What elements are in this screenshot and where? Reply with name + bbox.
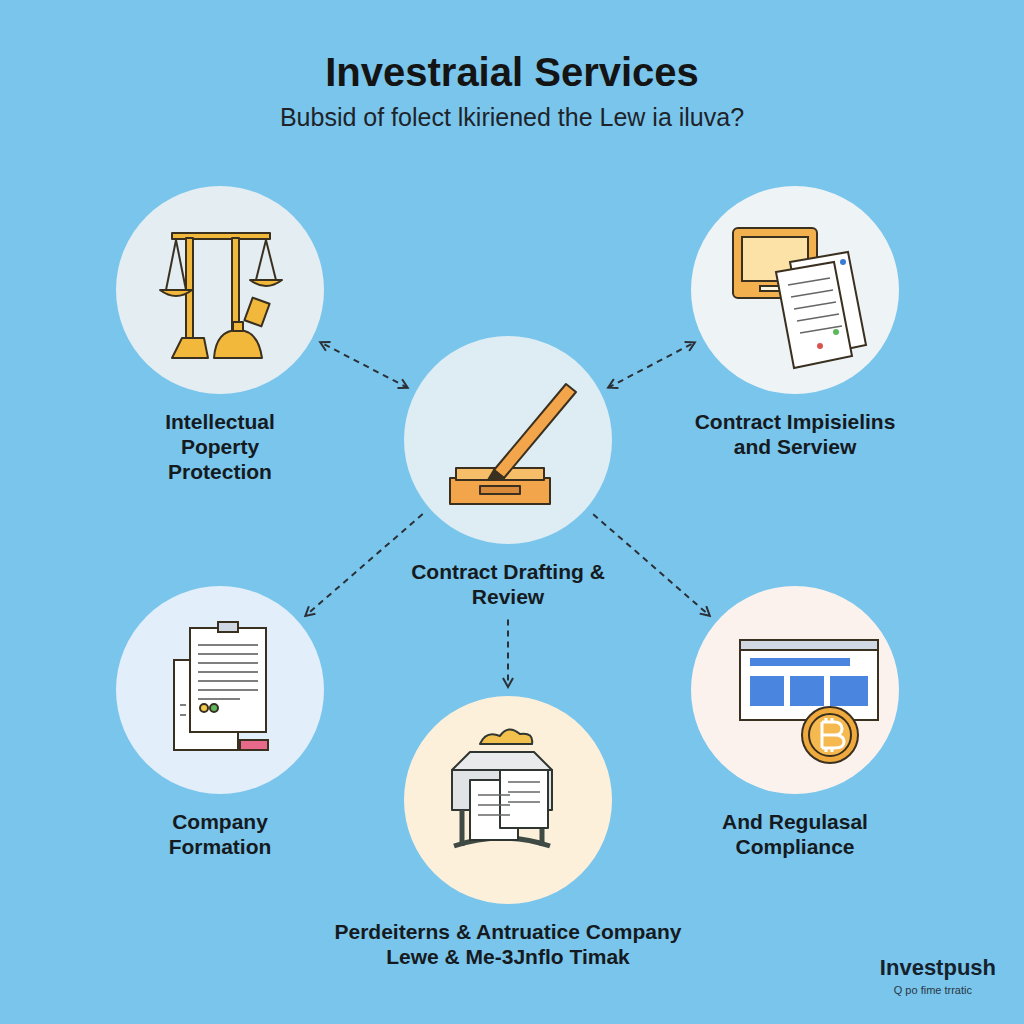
service-circle: Intellectual Poperty Protection: [115, 185, 325, 485]
circle-outline: [690, 185, 900, 395]
dashed-arrow: [507, 619, 509, 687]
dashed-arrow: [320, 342, 408, 388]
service-label: Perdeiterns & Antruatice Company Lewe & …: [313, 919, 703, 969]
circle-outline: [115, 585, 325, 795]
service-label: Contract Drafting & Review: [388, 559, 628, 609]
circle-fill: [691, 186, 899, 394]
service-label: Contract Impisielins and Serview: [675, 409, 915, 459]
watermark-tagline: Q po fime trratic: [894, 984, 972, 996]
service-circle: And Regulasal Compliance: [690, 585, 900, 859]
service-circle: Contract Impisielins and Serview: [690, 185, 900, 459]
circle-fill: [404, 336, 612, 544]
dashed-arrow: [608, 342, 695, 387]
subtitle: Bubsid of folect lkiriened the Lew ia il…: [0, 103, 1024, 132]
diagram-title: Investraial Services: [0, 50, 1024, 95]
dashed-arrow: [593, 514, 710, 616]
service-circle: Contract Drafting & Review: [403, 335, 613, 609]
circle-outline: [115, 185, 325, 395]
service-circle: Perdeiterns & Antruatice Company Lewe & …: [403, 695, 613, 969]
circle-outline: [403, 695, 613, 905]
watermark: Investpush: [880, 955, 996, 981]
service-circle: Company Formation: [115, 585, 325, 859]
service-label: Intellectual Poperty Protection: [140, 409, 300, 485]
dashed-arrow: [305, 514, 422, 616]
service-label: Company Formation: [140, 809, 300, 859]
circle-fill: [116, 186, 324, 394]
service-label: And Regulasal Compliance: [665, 809, 925, 859]
circle-fill: [691, 586, 899, 794]
circle-fill: [116, 586, 324, 794]
circle-outline: [690, 585, 900, 795]
circle-outline: [403, 335, 613, 545]
circle-fill: [404, 696, 612, 904]
